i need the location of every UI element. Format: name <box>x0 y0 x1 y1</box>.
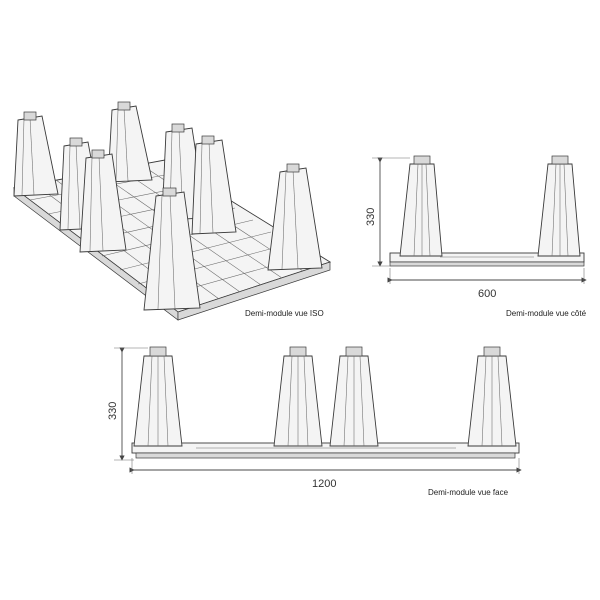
front-height-dimension: 330 <box>107 347 148 461</box>
side-height-label: 330 <box>365 208 377 226</box>
side-base <box>389 252 585 267</box>
front-height-label: 330 <box>107 402 119 420</box>
iso-pillars <box>13 101 323 311</box>
front-caption: Demi-module vue face <box>428 488 509 497</box>
front-pillar <box>329 346 379 447</box>
side-width-label: 600 <box>478 288 496 300</box>
front-width-label: 1200 <box>312 478 336 490</box>
front-width-dimension: 1200 <box>129 458 522 490</box>
front-pillar <box>467 346 517 447</box>
side-width-dimension: 600 <box>387 268 587 300</box>
iso-caption: Demi-module vue ISO <box>245 309 324 318</box>
iso-view: Demi-module vue ISO <box>12 101 332 321</box>
iso-pillar <box>13 111 59 197</box>
front-pillar <box>133 346 183 447</box>
iso-pillar <box>267 163 323 271</box>
iso-pillar <box>143 187 201 311</box>
side-view: 330 600 Demi-module vue côté <box>365 155 587 318</box>
side-pillar-right <box>537 155 581 257</box>
side-pillar-left <box>399 155 443 257</box>
side-caption: Demi-module vue côté <box>506 309 587 318</box>
iso-pillar <box>79 149 127 253</box>
front-base <box>131 442 520 459</box>
front-pillar <box>273 346 323 447</box>
iso-pillar <box>107 101 153 183</box>
front-view: 330 1200 Demi-module vue face <box>107 346 522 497</box>
iso-pillar <box>191 135 237 235</box>
side-height-dimension: 330 <box>365 157 410 267</box>
